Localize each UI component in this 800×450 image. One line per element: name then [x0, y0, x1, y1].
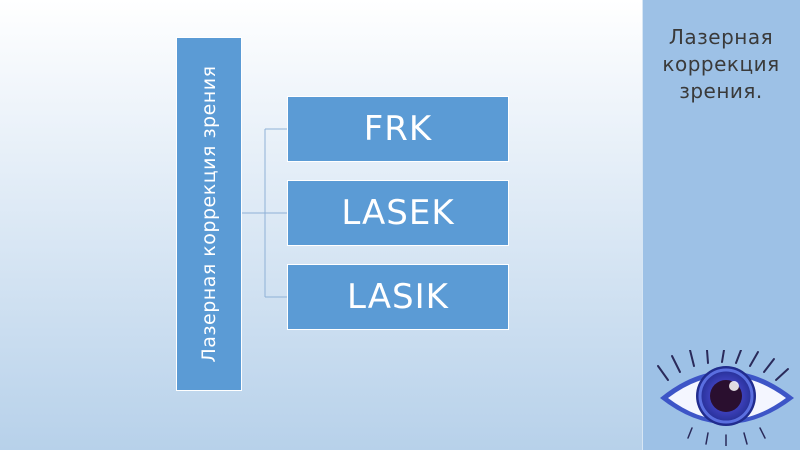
side-title: Лазерная коррекция зрения. — [662, 25, 780, 103]
diagram-root-box: Лазерная коррекция зрения — [176, 37, 242, 391]
diagram-node-frk: FRK — [287, 96, 509, 162]
diagram-node-lasek: LASEK — [287, 180, 509, 246]
diagram-node-lasik: LASIK — [287, 264, 509, 330]
eye-icon — [657, 350, 794, 446]
